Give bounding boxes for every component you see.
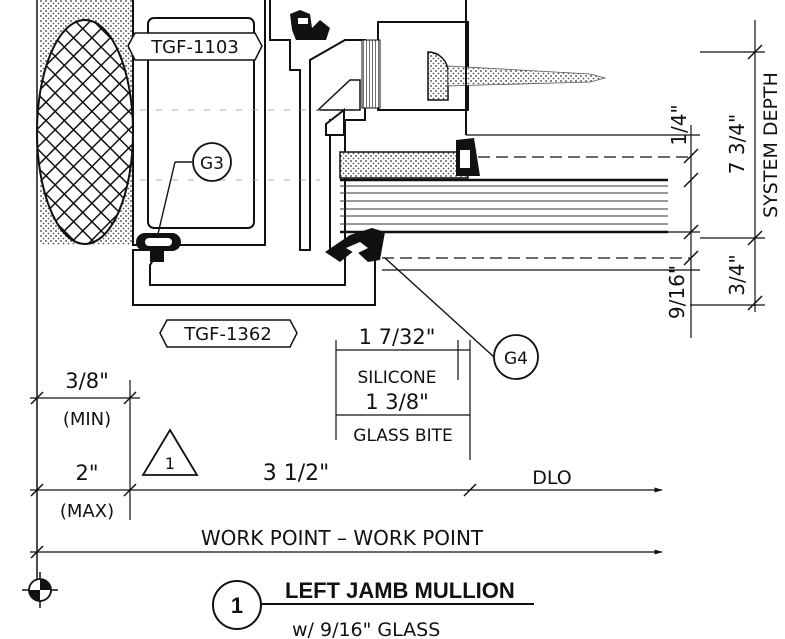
detail-number: 1 (231, 593, 243, 618)
revision-marker-label: 1 (165, 454, 175, 473)
dim-right-nine-sixteenth: 9/16" (665, 265, 689, 319)
dim-min-label: (MIN) (63, 409, 111, 430)
dim-glass-bite-value: 1 3/8" (365, 390, 429, 414)
dim-right-quarter: 1/4" (667, 104, 691, 145)
screw-head (427, 51, 449, 101)
lower-profile-tag (159, 319, 298, 348)
dim-max-label: (MAX) (60, 501, 114, 522)
upper-profile-label: TGF-1103 (150, 37, 239, 58)
g3-callout-label: G3 (200, 154, 224, 174)
dim-work-point: WORK POINT – WORK POINT (201, 526, 484, 550)
dim-right-three-quarter-lower: 3/4" (725, 254, 749, 295)
dim-silicone-label: SILICONE (358, 368, 437, 388)
dim-max-value: 2" (75, 461, 98, 485)
dim-min-value: 3/8" (65, 369, 108, 393)
glass-lite (339, 151, 668, 234)
dim-dlo: DLO (532, 467, 572, 489)
g4-callout-bubble (493, 334, 539, 380)
dim-glass-bite-label: GLASS BITE (353, 426, 452, 446)
mullion-body (269, 0, 366, 251)
top-gasket (290, 10, 330, 40)
upper-profile-tag (127, 32, 263, 61)
fastener-screw (447, 65, 607, 87)
dim-right-three-quarter-upper: 7 3/4" (725, 114, 749, 174)
g4-callout-label: G4 (504, 349, 528, 369)
dim-silicone-value: 1 7/32" (359, 325, 436, 349)
pressure-plate-stripes (361, 39, 381, 109)
dim-center-value: 3 1/2" (263, 461, 330, 486)
upper-profile-inner (147, 17, 255, 229)
g3-callout-bubble (192, 142, 232, 182)
setting-block (325, 107, 345, 136)
detail-title: LEFT JAMB MULLION (285, 578, 515, 603)
lower-profile-label: TGF-1362 (183, 324, 272, 345)
dim-system-depth: SYSTEM DEPTH (760, 72, 782, 218)
backer-rod (36, 19, 134, 245)
detail-subtitle: w/ 9/16" GLASS (292, 619, 440, 639)
work-point-symbol (22, 572, 58, 608)
revision-triangle (141, 428, 199, 476)
